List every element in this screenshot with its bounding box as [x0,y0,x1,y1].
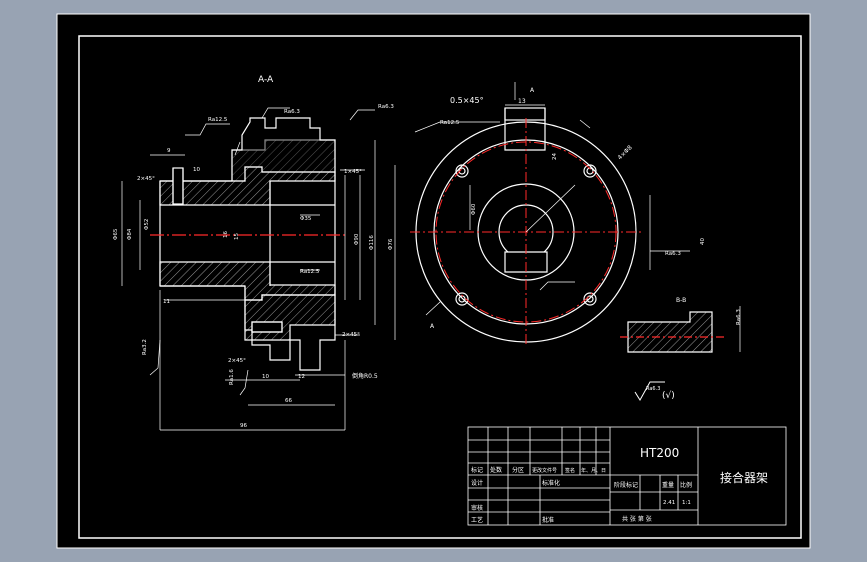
tb-count: 处数 [490,466,502,474]
inner-border [78,35,802,539]
roughness-symbol [634,381,665,401]
dim-24: 24 [552,153,558,160]
dim-ra63-top: Ra6.3 [284,109,300,115]
tb-sign: 签名 [565,467,575,474]
dim-2x45-left: 2×45° [137,176,155,182]
dim-ra125-top: Ra12.5 [208,117,228,123]
title-block [467,426,787,526]
dim-phi52: Φ52 [144,219,150,230]
tb-process: 工艺 [471,516,483,524]
dim-phi90: Φ90 [354,233,360,245]
dim-round: 倒角R0.5 [352,372,378,380]
dim-phi116: Φ116 [369,235,375,250]
dim-11: 11 [163,299,170,305]
tb-design: 设计 [471,479,483,487]
tb-weight-value: 2.41 [663,500,675,506]
section-view-a-a [159,117,336,371]
dim-2x45-bottom: 2×45° [228,358,246,364]
tb-zone: 分区 [512,466,524,474]
tb-approve: 批准 [542,516,554,524]
section-view-b-b [620,306,741,353]
dim-phi76: Φ76 [388,238,394,250]
tb-change: 更改文件号 [532,467,557,474]
dim-15: 15 [234,233,240,240]
outer-border [56,13,811,549]
section-marker-a-bottom: A [430,323,435,330]
dim-05x45: 0.5×45° [450,96,484,105]
dim-ra63-right: Ra6.3 [378,104,394,110]
dim-phi65: Φ65 [113,228,119,240]
dim-2x45-right: 2×45° [342,332,360,338]
tb-standardize: 标准化 [542,479,560,487]
material: HT200 [640,446,679,460]
dim-phi35: Φ35 [300,216,312,222]
tb-review: 审核 [471,504,483,512]
rough-value: Ra6.3 [646,386,660,392]
tb-scale: 1:1 [682,500,691,506]
section-marker-a: A [530,87,535,94]
dim-ra16: Ra1.6 [229,369,235,385]
title-block-text: 标记 处数 分区 更改文件号 签名 年、月、日 设计 标准化 审核 工艺 批准 … [471,446,768,524]
tb-ratio: 比例 [680,481,692,489]
dim-ra125-mid: Ra12.5 [300,269,320,275]
tb-date: 年、月、日 [581,467,606,474]
dimension-lines-right [414,82,690,316]
dim-phi60: Φ60 [471,203,477,215]
dim-13: 13 [518,98,526,105]
tb-weight: 重量 [662,481,674,489]
rough-paren: (√) [662,390,675,401]
dim-10: 10 [193,167,200,173]
dim-12: 12 [298,374,305,380]
tb-sheets: 共 张 第 张 [622,515,652,523]
dim-40: 40 [700,238,706,245]
dim-96: 96 [240,423,247,429]
view-label: B-B [676,297,686,304]
dim-10b: 10 [262,374,269,380]
dim-16: 16 [223,231,229,238]
dim-ra125-right: Ra12.5 [440,120,460,126]
part-name: 接合器架 [720,470,768,485]
dim-phi84: Φ84 [127,228,133,240]
tb-mark: 标记 [471,466,483,474]
dimension-text-left: A-A Ra12.5 Ra6.3 Ra6.3 9 10 2×45° 1×45° … [113,75,394,429]
section-label: A-A [258,75,274,85]
dim-bb: Ra6.3 [736,309,742,325]
dim-66: 66 [285,398,292,404]
dim-ra32: Ra3.2 [142,339,148,355]
dim-ra63-b: Ra6.3 [665,251,681,257]
dimension-text-right: 0.5×45° 13 A A 24 4×Φ8 Φ60 Ra6.3 40 Ra12… [430,87,706,330]
dimension-lines-left [121,107,396,431]
dim-9: 9 [167,148,171,154]
dim-1x45: 1×45° [344,169,362,175]
tb-stage: 阶段标记 [614,481,638,489]
